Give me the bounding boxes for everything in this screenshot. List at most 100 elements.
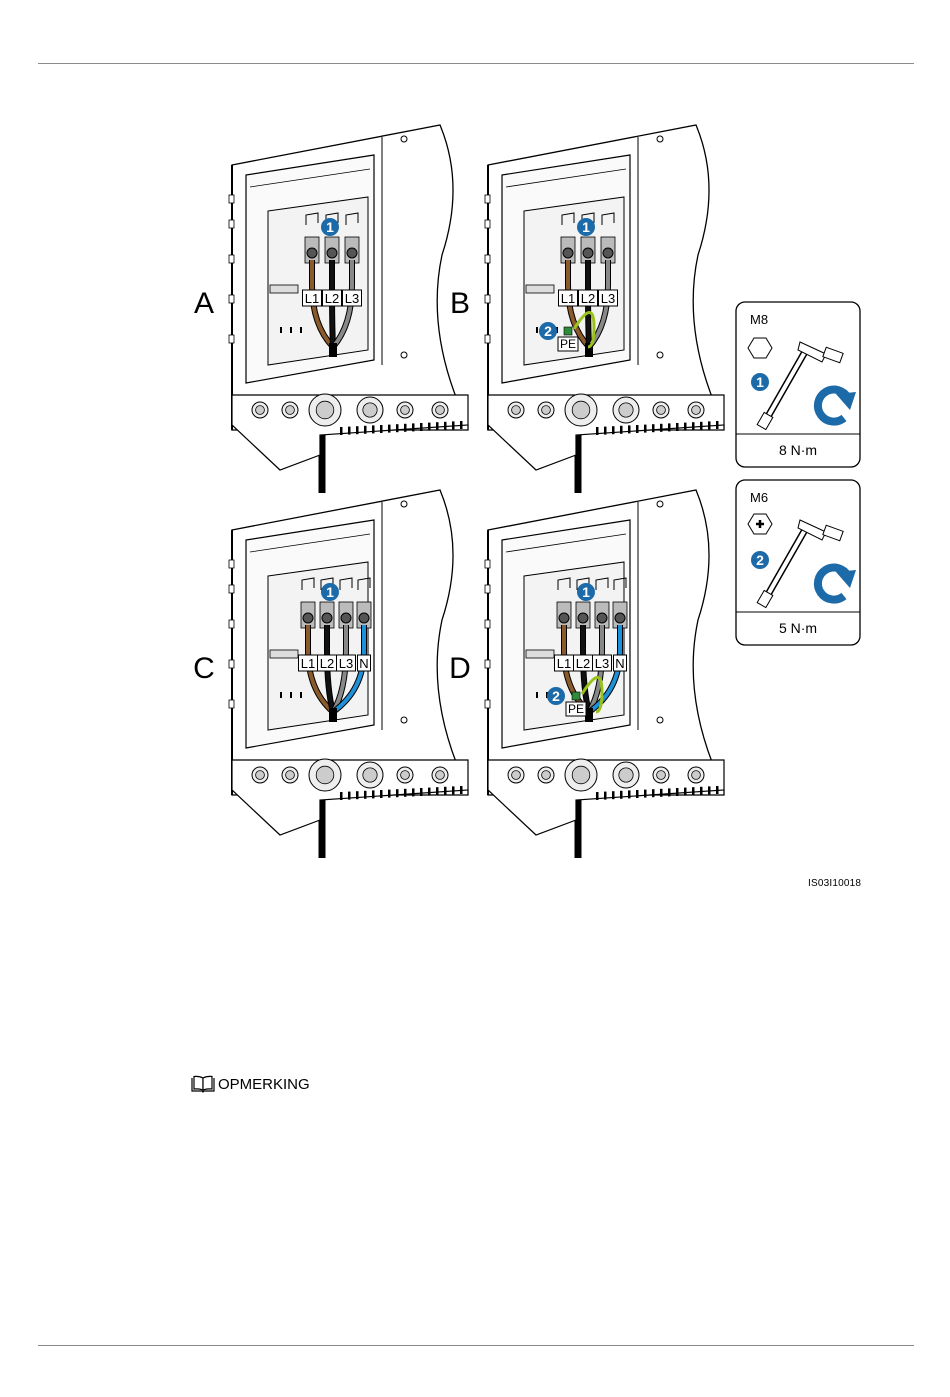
rim-clip — [229, 585, 234, 593]
terminal-label-l3: L3 — [601, 291, 615, 306]
terminal-bolt — [559, 613, 569, 623]
cable-gland-inner — [256, 406, 265, 415]
vent-slot — [692, 787, 695, 795]
vent-slot — [628, 790, 631, 798]
step-badge-1: 1 — [321, 583, 339, 601]
vent-slot — [460, 786, 463, 794]
vent-slot — [708, 786, 711, 794]
rim-clip — [229, 560, 234, 568]
terminal-label-l3: L3 — [595, 656, 609, 671]
terminal-label-l3: L3 — [339, 656, 353, 671]
vent-slot — [340, 427, 343, 435]
pe-label: PE — [568, 702, 584, 716]
vent-slot — [604, 427, 607, 435]
vent-slot — [596, 427, 599, 435]
terminal-label-l1: L1 — [305, 291, 319, 306]
torque-value: 8 N·m — [779, 442, 817, 458]
rim-clip — [485, 620, 490, 628]
note-heading: OPMERKING — [190, 1075, 310, 1093]
cable-gland-inner — [436, 771, 445, 780]
vent-slot — [700, 422, 703, 430]
vent-slot — [420, 423, 423, 431]
terminal-bolt — [307, 248, 317, 258]
rim-clip — [229, 195, 234, 203]
step-badge-number: 1 — [582, 584, 590, 600]
rim-clip — [229, 295, 234, 303]
rim-clip — [485, 255, 490, 263]
fuse-mark — [280, 692, 282, 698]
cable-gland-inner — [286, 406, 295, 415]
step-badge-2: 2 — [539, 322, 557, 340]
bolt-size: M8 — [750, 312, 768, 327]
wiring-figure: AL1L2L31BL1L2L3PE21CL1L2L3N1DL1L2L3NPE21… — [0, 0, 950, 900]
cable-gland-inner — [436, 406, 445, 415]
vent-slot — [388, 790, 391, 798]
fuse-mark — [300, 327, 302, 333]
cable-gland-inner — [619, 768, 633, 782]
vent-slot — [348, 792, 351, 800]
cable-gland-inner — [572, 766, 590, 784]
step-badge-2: 2 — [547, 687, 565, 705]
terminal-bolt — [597, 613, 607, 623]
vent-slot — [396, 789, 399, 797]
fuse-mark — [290, 692, 292, 698]
terminal-label-l2: L2 — [325, 291, 339, 306]
terminal-bolt — [347, 248, 357, 258]
vent-slot — [404, 424, 407, 432]
vent-slot — [700, 787, 703, 795]
vent-slot — [348, 427, 351, 435]
cable-gland-inner — [401, 771, 410, 780]
vent-slot — [460, 421, 463, 429]
vent-slot — [372, 425, 375, 433]
terminal-strip — [270, 650, 298, 658]
terminal-label-l2: L2 — [581, 291, 595, 306]
terminal-strip — [526, 650, 554, 658]
terminal-bolt — [341, 613, 351, 623]
screw — [401, 717, 407, 723]
vent-slot — [708, 421, 711, 429]
panel-letter: A — [194, 287, 214, 320]
vent-slot — [388, 425, 391, 433]
vent-slot — [412, 788, 415, 796]
panel-D: DL1L2L3NPE21 — [449, 490, 724, 858]
vent-slot — [668, 423, 671, 431]
vent-slot — [444, 787, 447, 795]
step-badge-1: 1 — [321, 218, 339, 236]
note-label: OPMERKING — [218, 1076, 310, 1093]
terminal-bolt — [359, 613, 369, 623]
rim-clip — [229, 620, 234, 628]
cable-gland-inner — [363, 403, 377, 417]
cable-gland-inner — [316, 401, 334, 419]
cable-gland-inner — [512, 406, 521, 415]
screw — [401, 352, 407, 358]
terminal-bolt — [327, 248, 337, 258]
vent-slot — [716, 421, 719, 429]
terminal-bolt — [583, 248, 593, 258]
cable-gland-inner — [542, 406, 551, 415]
torque-value: 5 N·m — [779, 620, 817, 636]
terminal-label-l1: L1 — [301, 656, 315, 671]
rim-clip — [485, 335, 490, 343]
vent-slot — [412, 423, 415, 431]
rim-clip — [229, 255, 234, 263]
vent-slot — [364, 426, 367, 434]
pe-terminal — [572, 692, 580, 700]
vent-slot — [644, 790, 647, 798]
vent-slot — [612, 426, 615, 434]
book-icon — [190, 1075, 216, 1093]
step-badge-number: 2 — [552, 688, 560, 704]
terminal-bolt — [615, 613, 625, 623]
step-badge-1: 1 — [577, 218, 595, 236]
cable-gland-inner — [657, 406, 666, 415]
terminal-bolt — [563, 248, 573, 258]
fuse-mark — [290, 327, 292, 333]
vent-slot — [364, 791, 367, 799]
terminal-bolt — [603, 248, 613, 258]
vent-slot — [436, 422, 439, 430]
step-badge-1: 1 — [751, 373, 769, 391]
rim-clip — [485, 195, 490, 203]
cable-gland-inner — [401, 406, 410, 415]
vent-slot — [692, 422, 695, 430]
terminal-label-l1: L1 — [561, 291, 575, 306]
terminal-bolt — [303, 613, 313, 623]
